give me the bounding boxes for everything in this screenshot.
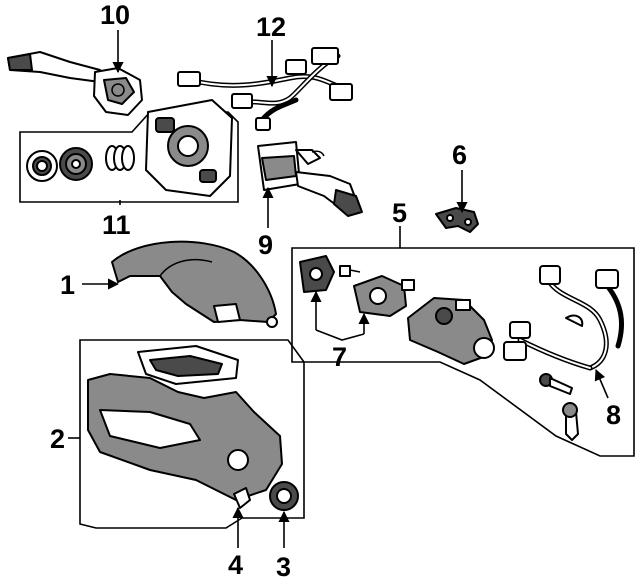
callout-9: 9 xyxy=(258,230,273,260)
upper-column-cover-part xyxy=(111,240,278,328)
wiring-harness-part xyxy=(177,47,353,131)
lock-cylinder-part xyxy=(299,255,335,293)
part-5-group-frame xyxy=(291,247,635,457)
callout-12: 12 xyxy=(256,12,286,42)
lower-column-cover-part xyxy=(87,345,283,501)
callout-5: 5 xyxy=(392,198,407,228)
leader-lines xyxy=(68,30,609,548)
switch-body-part xyxy=(145,99,233,197)
callout-4: 4 xyxy=(228,550,243,580)
wiper-switch-part xyxy=(257,141,363,217)
callout-3: 3 xyxy=(276,552,291,582)
spring-part xyxy=(105,145,135,171)
key-harness-part xyxy=(503,265,624,371)
bracket-part xyxy=(435,207,479,233)
callout-2: 2 xyxy=(50,424,65,454)
callout-8: 8 xyxy=(606,400,621,430)
steering-ring-part xyxy=(26,150,58,182)
callout-1: 1 xyxy=(60,270,75,300)
callout-11: 11 xyxy=(102,210,131,240)
grommet-part xyxy=(269,481,299,511)
cancel-sleeve-part xyxy=(59,147,93,181)
key-part xyxy=(539,373,579,441)
steering-lock-part xyxy=(407,297,495,365)
clip-part xyxy=(233,487,251,509)
screw-part xyxy=(339,265,361,277)
part-11-group-frame xyxy=(19,111,239,203)
combination-switch-part xyxy=(7,51,143,116)
callout-10: 10 xyxy=(100,0,130,30)
callout-6: 6 xyxy=(452,140,467,170)
callout-7: 7 xyxy=(332,342,347,372)
lock-housing-part xyxy=(353,275,415,317)
